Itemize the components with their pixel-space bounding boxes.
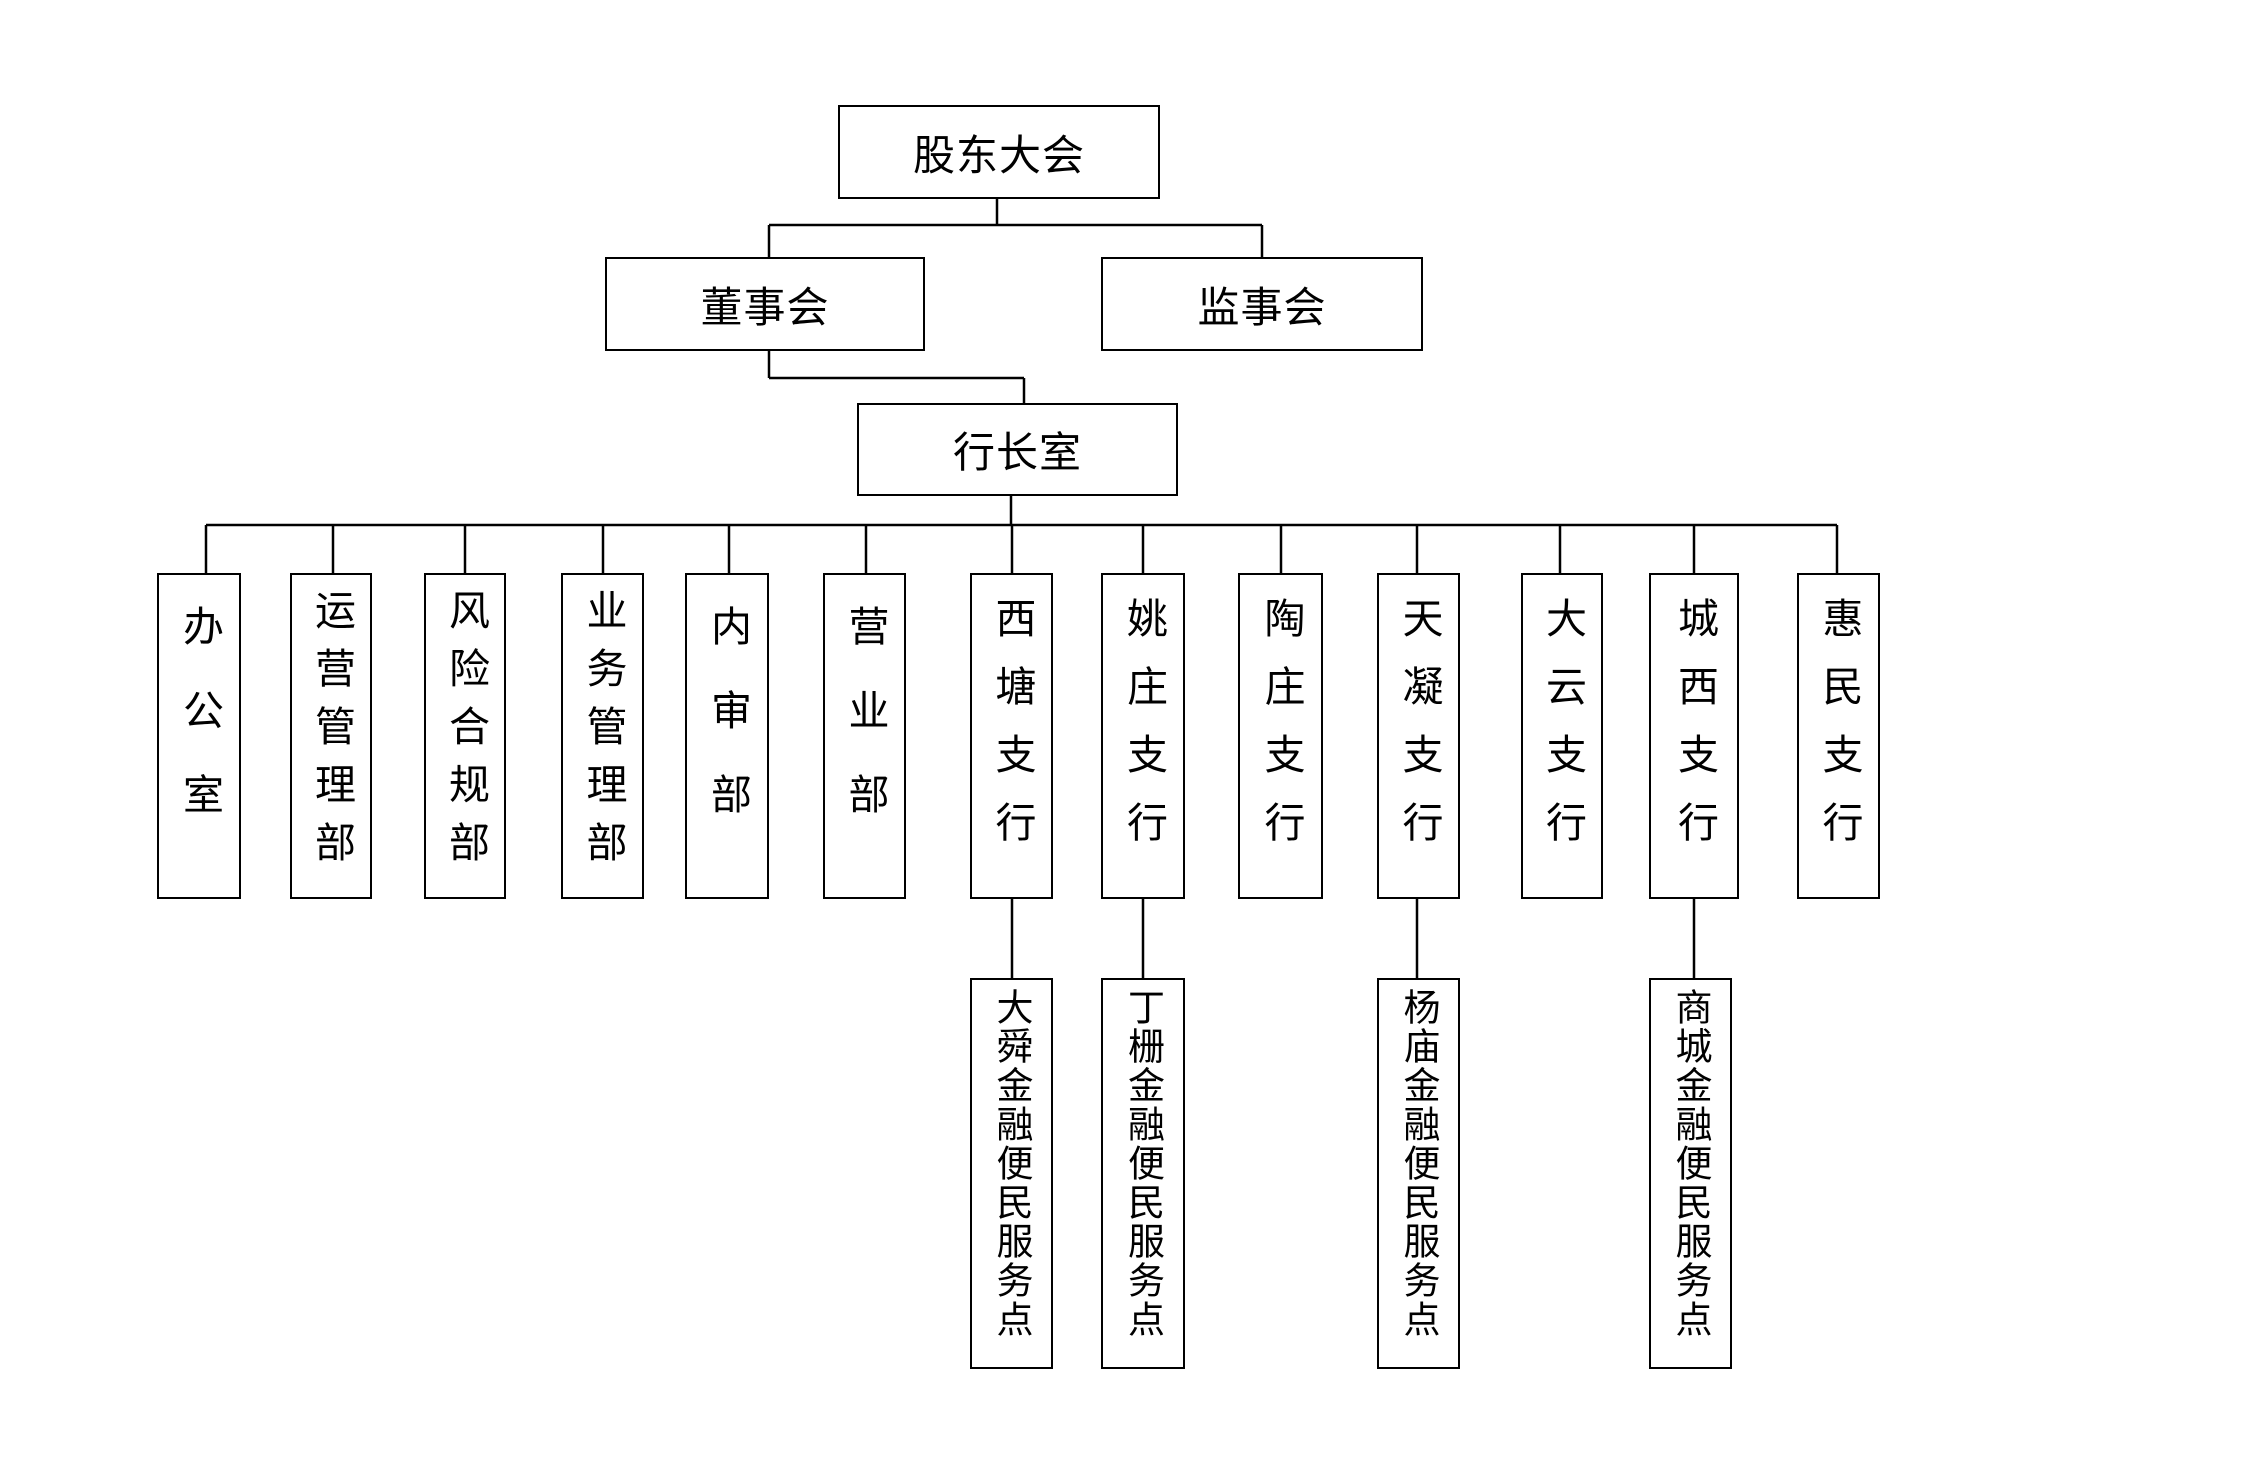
department-box: 惠民支行: [1797, 573, 1880, 899]
service-point-box: 商城金融便民服务点: [1649, 978, 1732, 1369]
department-label: 天凝支行: [1395, 597, 1443, 869]
department-label: 营业部: [841, 605, 889, 857]
department-box: 营业部: [823, 573, 906, 899]
board-of-supervisors-label: 监事会: [1197, 282, 1327, 332]
department-box: 业务管理部: [561, 573, 644, 899]
board-of-directors-box: 董事会: [605, 257, 925, 351]
department-box: 天凝支行: [1377, 573, 1460, 899]
department-label: 内审部: [703, 605, 752, 857]
department-box: 城西支行: [1649, 573, 1739, 899]
president-office-label: 行长室: [952, 428, 1082, 477]
president-office-box: 行长室: [857, 403, 1178, 496]
service-point-label: 大舜金融便民服务点: [990, 988, 1033, 1339]
department-label: 城西支行: [1670, 597, 1719, 869]
department-label: 惠民支行: [1815, 597, 1863, 869]
board-of-directors-label: 董事会: [700, 282, 830, 332]
department-box: 内审部: [685, 573, 769, 899]
department-box: 西塘支行: [970, 573, 1053, 899]
department-box: 姚庄支行: [1101, 573, 1185, 899]
department-label: 大云支行: [1538, 597, 1587, 869]
service-point-box: 杨庙金融便民服务点: [1377, 978, 1460, 1369]
department-label: 业务管理部: [579, 589, 627, 879]
service-point-box: 丁栅金融便民服务点: [1101, 978, 1185, 1369]
department-label: 风险合规部: [441, 589, 490, 879]
shareholders-meeting-label: 股东大会: [912, 130, 1085, 180]
department-label: 姚庄支行: [1119, 597, 1168, 869]
department-box: 陶庄支行: [1238, 573, 1323, 899]
department-box: 办公室: [157, 573, 241, 899]
department-label: 办公室: [175, 605, 224, 857]
service-point-label: 丁栅金融便民服务点: [1121, 988, 1165, 1339]
shareholders-meeting-box: 股东大会: [838, 105, 1160, 199]
department-label: 运营管理部: [307, 589, 356, 879]
department-box: 风险合规部: [424, 573, 506, 899]
department-box: 运营管理部: [290, 573, 372, 899]
department-label: 陶庄支行: [1257, 597, 1305, 869]
service-point-label: 杨庙金融便民服务点: [1397, 988, 1440, 1339]
service-point-box: 大舜金融便民服务点: [970, 978, 1053, 1369]
service-point-label: 商城金融便民服务点: [1669, 988, 1712, 1339]
board-of-supervisors-box: 监事会: [1101, 257, 1423, 351]
department-label: 西塘支行: [988, 597, 1036, 869]
department-box: 大云支行: [1521, 573, 1603, 899]
